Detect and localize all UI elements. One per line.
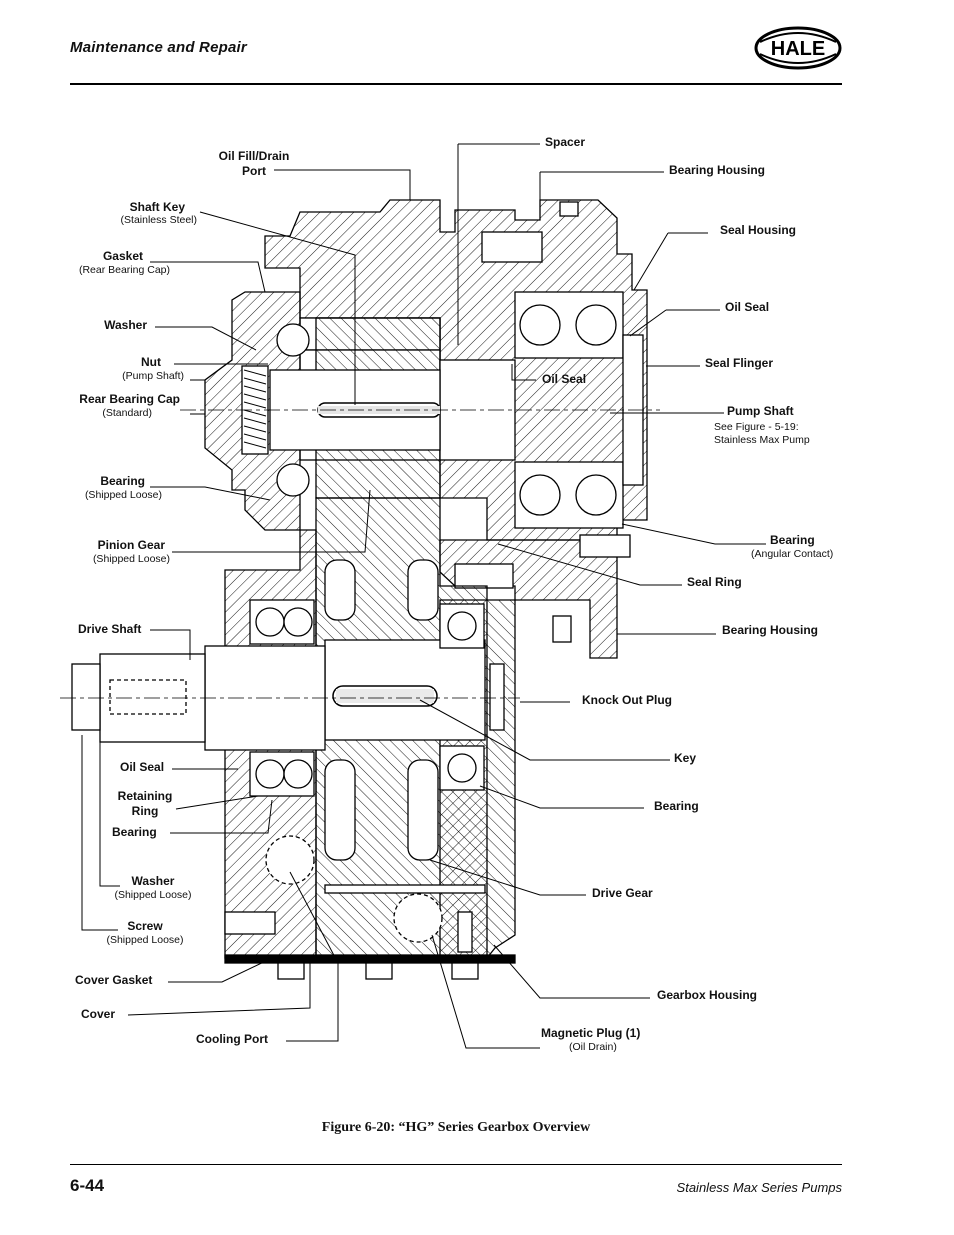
label-shaft-key: Shaft Key: [129, 200, 185, 214]
label-rear-bearing-cap: Rear Bearing Cap: [79, 392, 180, 406]
label-drive-gear: Drive Gear: [592, 886, 653, 900]
label-gasket-sub: (Rear Bearing Cap): [78, 264, 170, 276]
label-pump-shaft: Pump Shaft: [727, 404, 794, 418]
label-pinion-gear-sub: (Shipped Loose): [92, 553, 170, 565]
label-cover-gasket: Cover Gasket: [75, 973, 153, 987]
label-cover: Cover: [81, 1007, 116, 1021]
label-bearing-housing-right: Bearing Housing: [722, 623, 819, 637]
label-bearing-lower-left: Bearing: [112, 825, 157, 839]
label-oil-fill-drain-1: Oil Fill/Drain: [218, 149, 290, 163]
label-bearing-housing-top: Bearing Housing: [669, 163, 766, 177]
label-spacer: Spacer: [545, 135, 586, 149]
label-oil-fill-drain-2: Port: [242, 164, 266, 178]
label-key: Key: [674, 751, 697, 765]
label-washer-top: Washer: [104, 318, 147, 332]
label-seal-flinger: Seal Flinger: [705, 356, 774, 370]
label-retaining-ring-2: Ring: [131, 804, 159, 818]
label-cooling-port: Cooling Port: [196, 1032, 268, 1046]
footer-rule: [70, 1164, 842, 1165]
label-oil-seal-right: Oil Seal: [725, 300, 770, 314]
label-retaining-ring-1: Retaining: [117, 789, 173, 803]
label-nut: Nut: [141, 355, 161, 369]
label-screw: Screw: [127, 919, 163, 933]
footer-doc-title: Stainless Max Series Pumps: [676, 1180, 842, 1195]
label-bearing-left-sub: (Shipped Loose): [84, 489, 162, 501]
page-number: 6-44: [70, 1176, 105, 1195]
label-gearbox-housing: Gearbox Housing: [657, 988, 758, 1002]
label-oil-seal-center: Oil Seal: [542, 372, 587, 386]
header-rule: [70, 83, 842, 85]
label-seal-ring: Seal Ring: [687, 575, 742, 589]
label-pinion-gear: Pinion Gear: [97, 538, 165, 552]
label-oil-seal-left: Oil Seal: [120, 760, 165, 774]
label-magnetic-plug-sub: (Oil Drain): [569, 1041, 617, 1053]
label-bearing-lower-right: Bearing: [654, 799, 699, 813]
label-rear-bearing-cap-sub: (Standard): [102, 407, 152, 419]
label-bearing-left: Bearing: [100, 474, 145, 488]
label-washer-lower-sub: (Shipped Loose): [114, 889, 192, 901]
label-seal-housing: Seal Housing: [720, 223, 797, 237]
label-knock-out-plug: Knock Out Plug: [582, 693, 672, 707]
svg-text:HALE: HALE: [771, 38, 825, 60]
hale-logo: HALE: [754, 26, 842, 70]
label-pump-shaft-sub-1: See Figure - 5-19:: [714, 421, 799, 433]
figure-caption: Figure 6-20: “HG” Series Gearbox Overvie…: [321, 1120, 591, 1135]
label-pump-shaft-sub-2: Stainless Max Pump: [714, 434, 810, 446]
section-title: Maintenance and Repair: [70, 39, 247, 56]
label-magnetic-plug: Magnetic Plug (1): [541, 1026, 641, 1040]
label-bearing-right-sub: (Angular Contact): [751, 548, 834, 560]
label-drive-shaft: Drive Shaft: [78, 622, 142, 636]
label-screw-sub: (Shipped Loose): [106, 934, 184, 946]
label-shaft-key-sub: (Stainless Steel): [120, 214, 197, 226]
label-bearing-right: Bearing: [770, 533, 815, 547]
label-washer-lower: Washer: [131, 874, 175, 888]
label-nut-sub: (Pump Shaft): [122, 370, 184, 382]
label-gasket: Gasket: [102, 249, 143, 263]
